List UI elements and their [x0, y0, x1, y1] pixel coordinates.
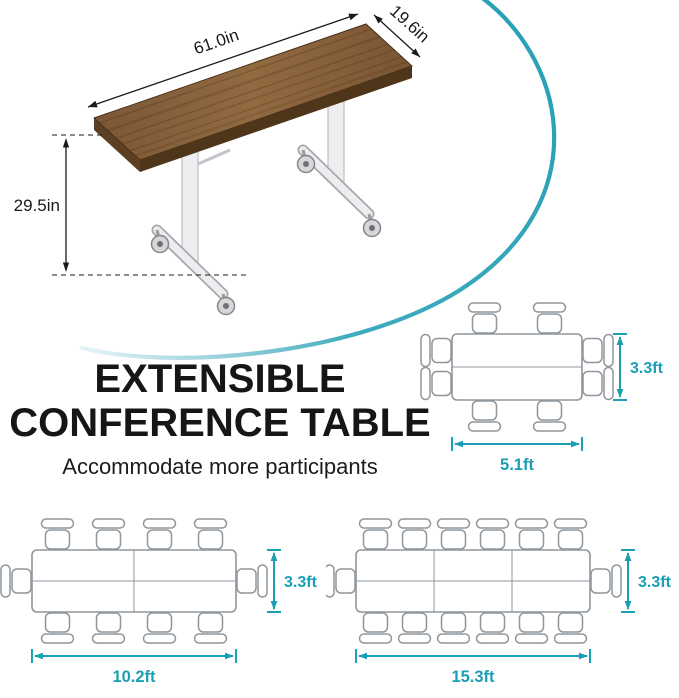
- tabletop: [93, 23, 413, 172]
- layout-diagram-10-seats: 3.3ft 10.2ft: [0, 498, 330, 695]
- chair-icon: [0, 564, 32, 598]
- chair-icon: [514, 518, 549, 550]
- chair-icon: [193, 518, 228, 550]
- right-leg: [296, 62, 382, 238]
- chair-icon: [397, 518, 432, 550]
- chair-icon: [142, 612, 177, 644]
- chair-icon: [91, 612, 126, 644]
- width-label: 15.3ft: [451, 668, 495, 686]
- chair-icon: [475, 612, 510, 644]
- width-label: 5.1ft: [500, 456, 534, 474]
- chair-icon: [358, 518, 393, 550]
- layout-diagram-14-seats: 3.3ft 15.3ft: [324, 498, 678, 695]
- caster-icon: [296, 154, 316, 174]
- chair-icon: [40, 518, 75, 550]
- chair-icon: [193, 612, 228, 644]
- caster-icon: [216, 296, 236, 316]
- chair-icon: [475, 518, 510, 550]
- chair-icon: [582, 333, 614, 368]
- title-line2: CONFERENCE TABLE: [9, 400, 431, 445]
- height-label: 29.5in: [14, 196, 60, 215]
- chair-icon: [436, 612, 471, 644]
- depth-dimension: [373, 14, 421, 58]
- height-dimension: [52, 134, 246, 276]
- chair-icon: [91, 518, 126, 550]
- depth-dimension: [267, 549, 281, 613]
- chair-icon: [590, 564, 622, 598]
- chair-icon: [436, 518, 471, 550]
- table-illustration: 61.0in 19.6in 29.5in: [14, 4, 433, 316]
- chair-icon: [397, 612, 432, 644]
- chair-icon: [236, 564, 268, 598]
- chair-icon: [514, 612, 549, 644]
- chair-icon: [142, 518, 177, 550]
- chair-icon: [553, 518, 588, 550]
- heading-block: EXTENSIBLE CONFERENCE TABLE Accommodate …: [0, 357, 440, 480]
- 14-seat-layout-svg: 3.3ft 15.3ft: [324, 518, 672, 686]
- width-label: 10.2ft: [112, 668, 156, 686]
- chair-icon: [420, 366, 452, 401]
- chair-icon: [582, 366, 614, 401]
- chair-icon: [40, 612, 75, 644]
- subtitle: Accommodate more participants: [62, 454, 378, 480]
- 8-seat-layout-svg: 3.3ft 5.1ft: [420, 302, 664, 474]
- chair-icon: [324, 564, 356, 598]
- depth-label: 3.3ft: [630, 360, 664, 377]
- chair-icon: [467, 400, 502, 432]
- depth-dimension: [621, 549, 635, 613]
- chair-icon: [553, 612, 588, 644]
- width-dimension: [355, 649, 591, 663]
- 10-seat-layout-svg: 3.3ft 10.2ft: [0, 518, 318, 686]
- width-dimension: [451, 437, 583, 451]
- layout-diagram-8-seats: 3.3ft 5.1ft: [402, 292, 678, 483]
- caster-icon: [150, 234, 170, 254]
- depth-label: 3.3ft: [638, 574, 672, 591]
- chair-icon: [467, 302, 502, 334]
- depth-label: 3.3ft: [284, 574, 318, 591]
- title-line1: EXTENSIBLE: [94, 357, 346, 401]
- chair-icon: [358, 612, 393, 644]
- chair-icon: [420, 333, 452, 368]
- chair-icon: [532, 400, 567, 432]
- depth-label: 19.6in: [386, 4, 433, 46]
- depth-dimension: [613, 333, 627, 401]
- caster-icon: [362, 218, 382, 238]
- length-label: 61.0in: [191, 25, 241, 58]
- width-dimension: [31, 649, 237, 663]
- length-dimension: [87, 13, 359, 108]
- chair-icon: [532, 302, 567, 334]
